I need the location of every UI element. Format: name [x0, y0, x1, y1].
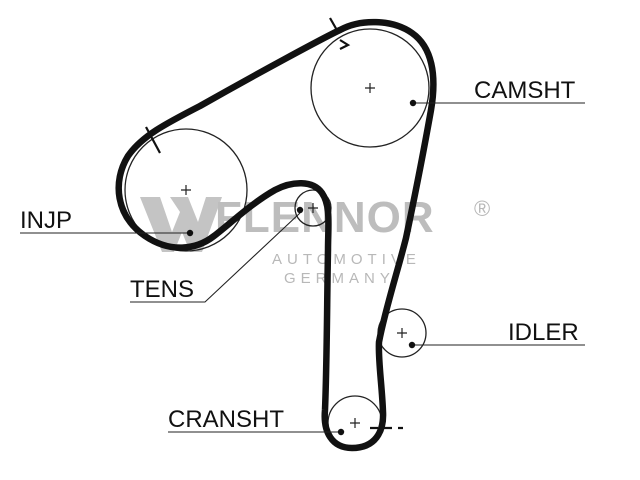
idler-dot [408, 341, 416, 349]
camshaft-pulley [310, 28, 430, 148]
crankshaft-label: CRANSHT [168, 406, 284, 433]
tensioner-label: TENS [130, 276, 194, 303]
camshaft-timing-mark [329, 17, 339, 33]
idler-center-mark [397, 328, 407, 338]
crankshaft-center-mark [350, 418, 360, 428]
pulley-centers [181, 83, 407, 428]
injection-pump-timing-mark [145, 126, 161, 154]
component-labels: CAMSHT INJP TENS IDLER CRANSHT [20, 77, 579, 433]
leader-dots [186, 99, 417, 436]
tensioner-dot [296, 206, 304, 214]
camshaft-dot [409, 99, 417, 107]
leader-lines [20, 102, 585, 433]
idler-label: IDLER [508, 319, 579, 346]
injection-pump-pulley [124, 128, 248, 252]
injection-pump-center-mark [181, 185, 191, 195]
watermark-line2: GERMANY [284, 270, 395, 287]
injection-pump-dot [186, 229, 194, 237]
camshaft-label: CAMSHT [474, 77, 576, 104]
camshaft-center-mark [365, 83, 375, 93]
timing-marks [145, 17, 403, 430]
watermark-line1: AUTOMOTIVE [272, 251, 421, 268]
tensioner-pulley [294, 189, 332, 227]
injection-pump-label: INJP [20, 207, 72, 234]
watermark-w-mark [140, 197, 222, 252]
tensioner-center-mark [308, 203, 318, 213]
watermark-registered-mark: ® [474, 196, 490, 221]
tensioner-leader [130, 212, 301, 303]
crankshaft-dot [337, 428, 345, 436]
watermark-logo: FLENNOR ® AUTOMOTIVE GERMANY [140, 193, 490, 287]
camshaft-arrow-mark [339, 39, 351, 50]
timing-belt [115, 18, 437, 452]
